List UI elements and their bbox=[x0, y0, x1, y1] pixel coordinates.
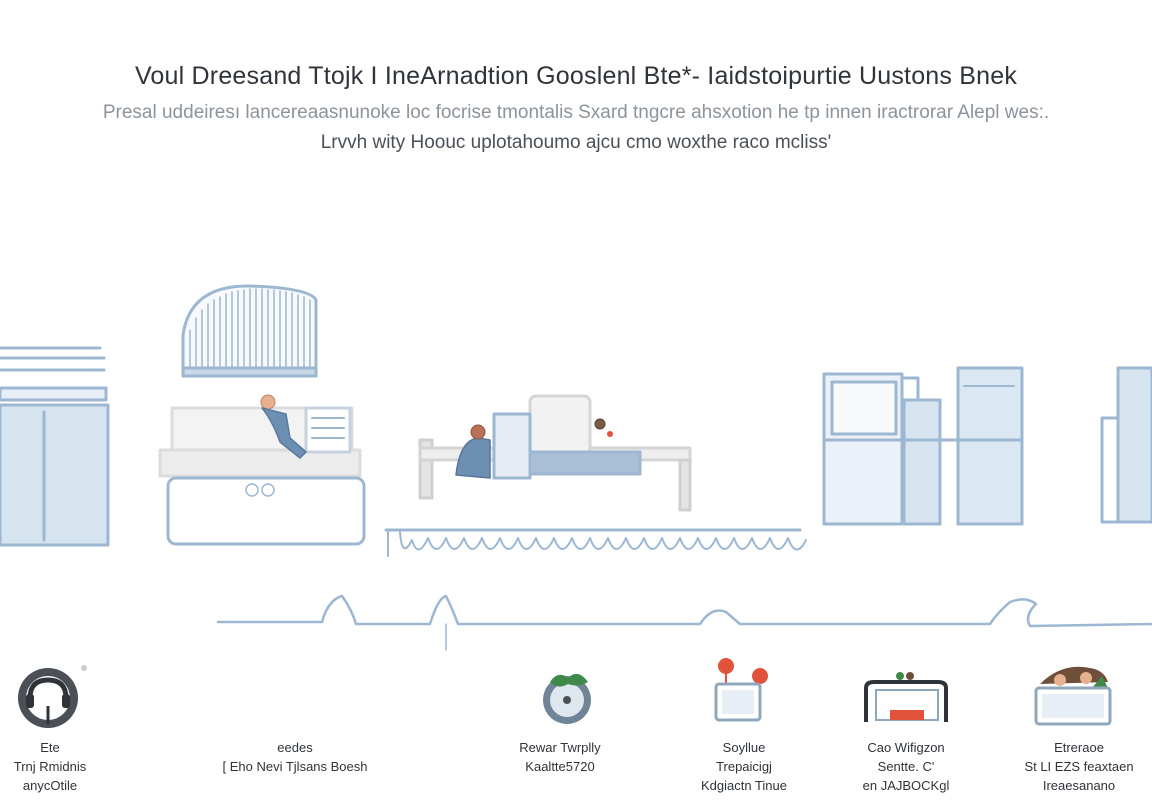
wardrobe-illustration bbox=[822, 366, 1152, 526]
left-cabinet-illustration bbox=[0, 346, 110, 547]
feature-caption-1: Ete Trnj Rmidnis anycOtile bbox=[13, 740, 87, 793]
page-title: Voul Dreesand Ttojk I IneArnadtion Goosl… bbox=[134, 62, 1018, 90]
workstation-illustration bbox=[384, 394, 807, 557]
feature-caption-3: Rewar Twrplly Kaaltte5720 bbox=[519, 740, 601, 774]
tablet-alert-icon bbox=[714, 658, 768, 722]
feature-caption-5: Cao Wifigzon Sentte. C' en JAJBOCKgl bbox=[862, 740, 950, 793]
headset-icon bbox=[18, 665, 87, 728]
subtitle-line-2: Lrvvh wity Hoouc uplotahoumo ajcu cmo wo… bbox=[320, 132, 832, 153]
bed-illustration bbox=[158, 284, 366, 546]
monitor-people-icon bbox=[1034, 666, 1112, 726]
robot-vacuum-icon bbox=[543, 673, 591, 724]
subtitle-line-1: Presal uddeiresı lancereaasnunoke loc fo… bbox=[102, 102, 1050, 123]
feature-caption-4: Soyllue Trepaicigj Kdgiactn Tinue bbox=[700, 740, 787, 793]
feature-caption-6: Etreraoe St LI EZS feaxtaen Ireaesanano bbox=[1024, 740, 1134, 793]
feature-caption-2: eedes [ Eho Nevi Tjlsans Boesh bbox=[222, 740, 368, 774]
bed-frame-icon bbox=[864, 672, 948, 722]
floor-line bbox=[216, 594, 1152, 651]
